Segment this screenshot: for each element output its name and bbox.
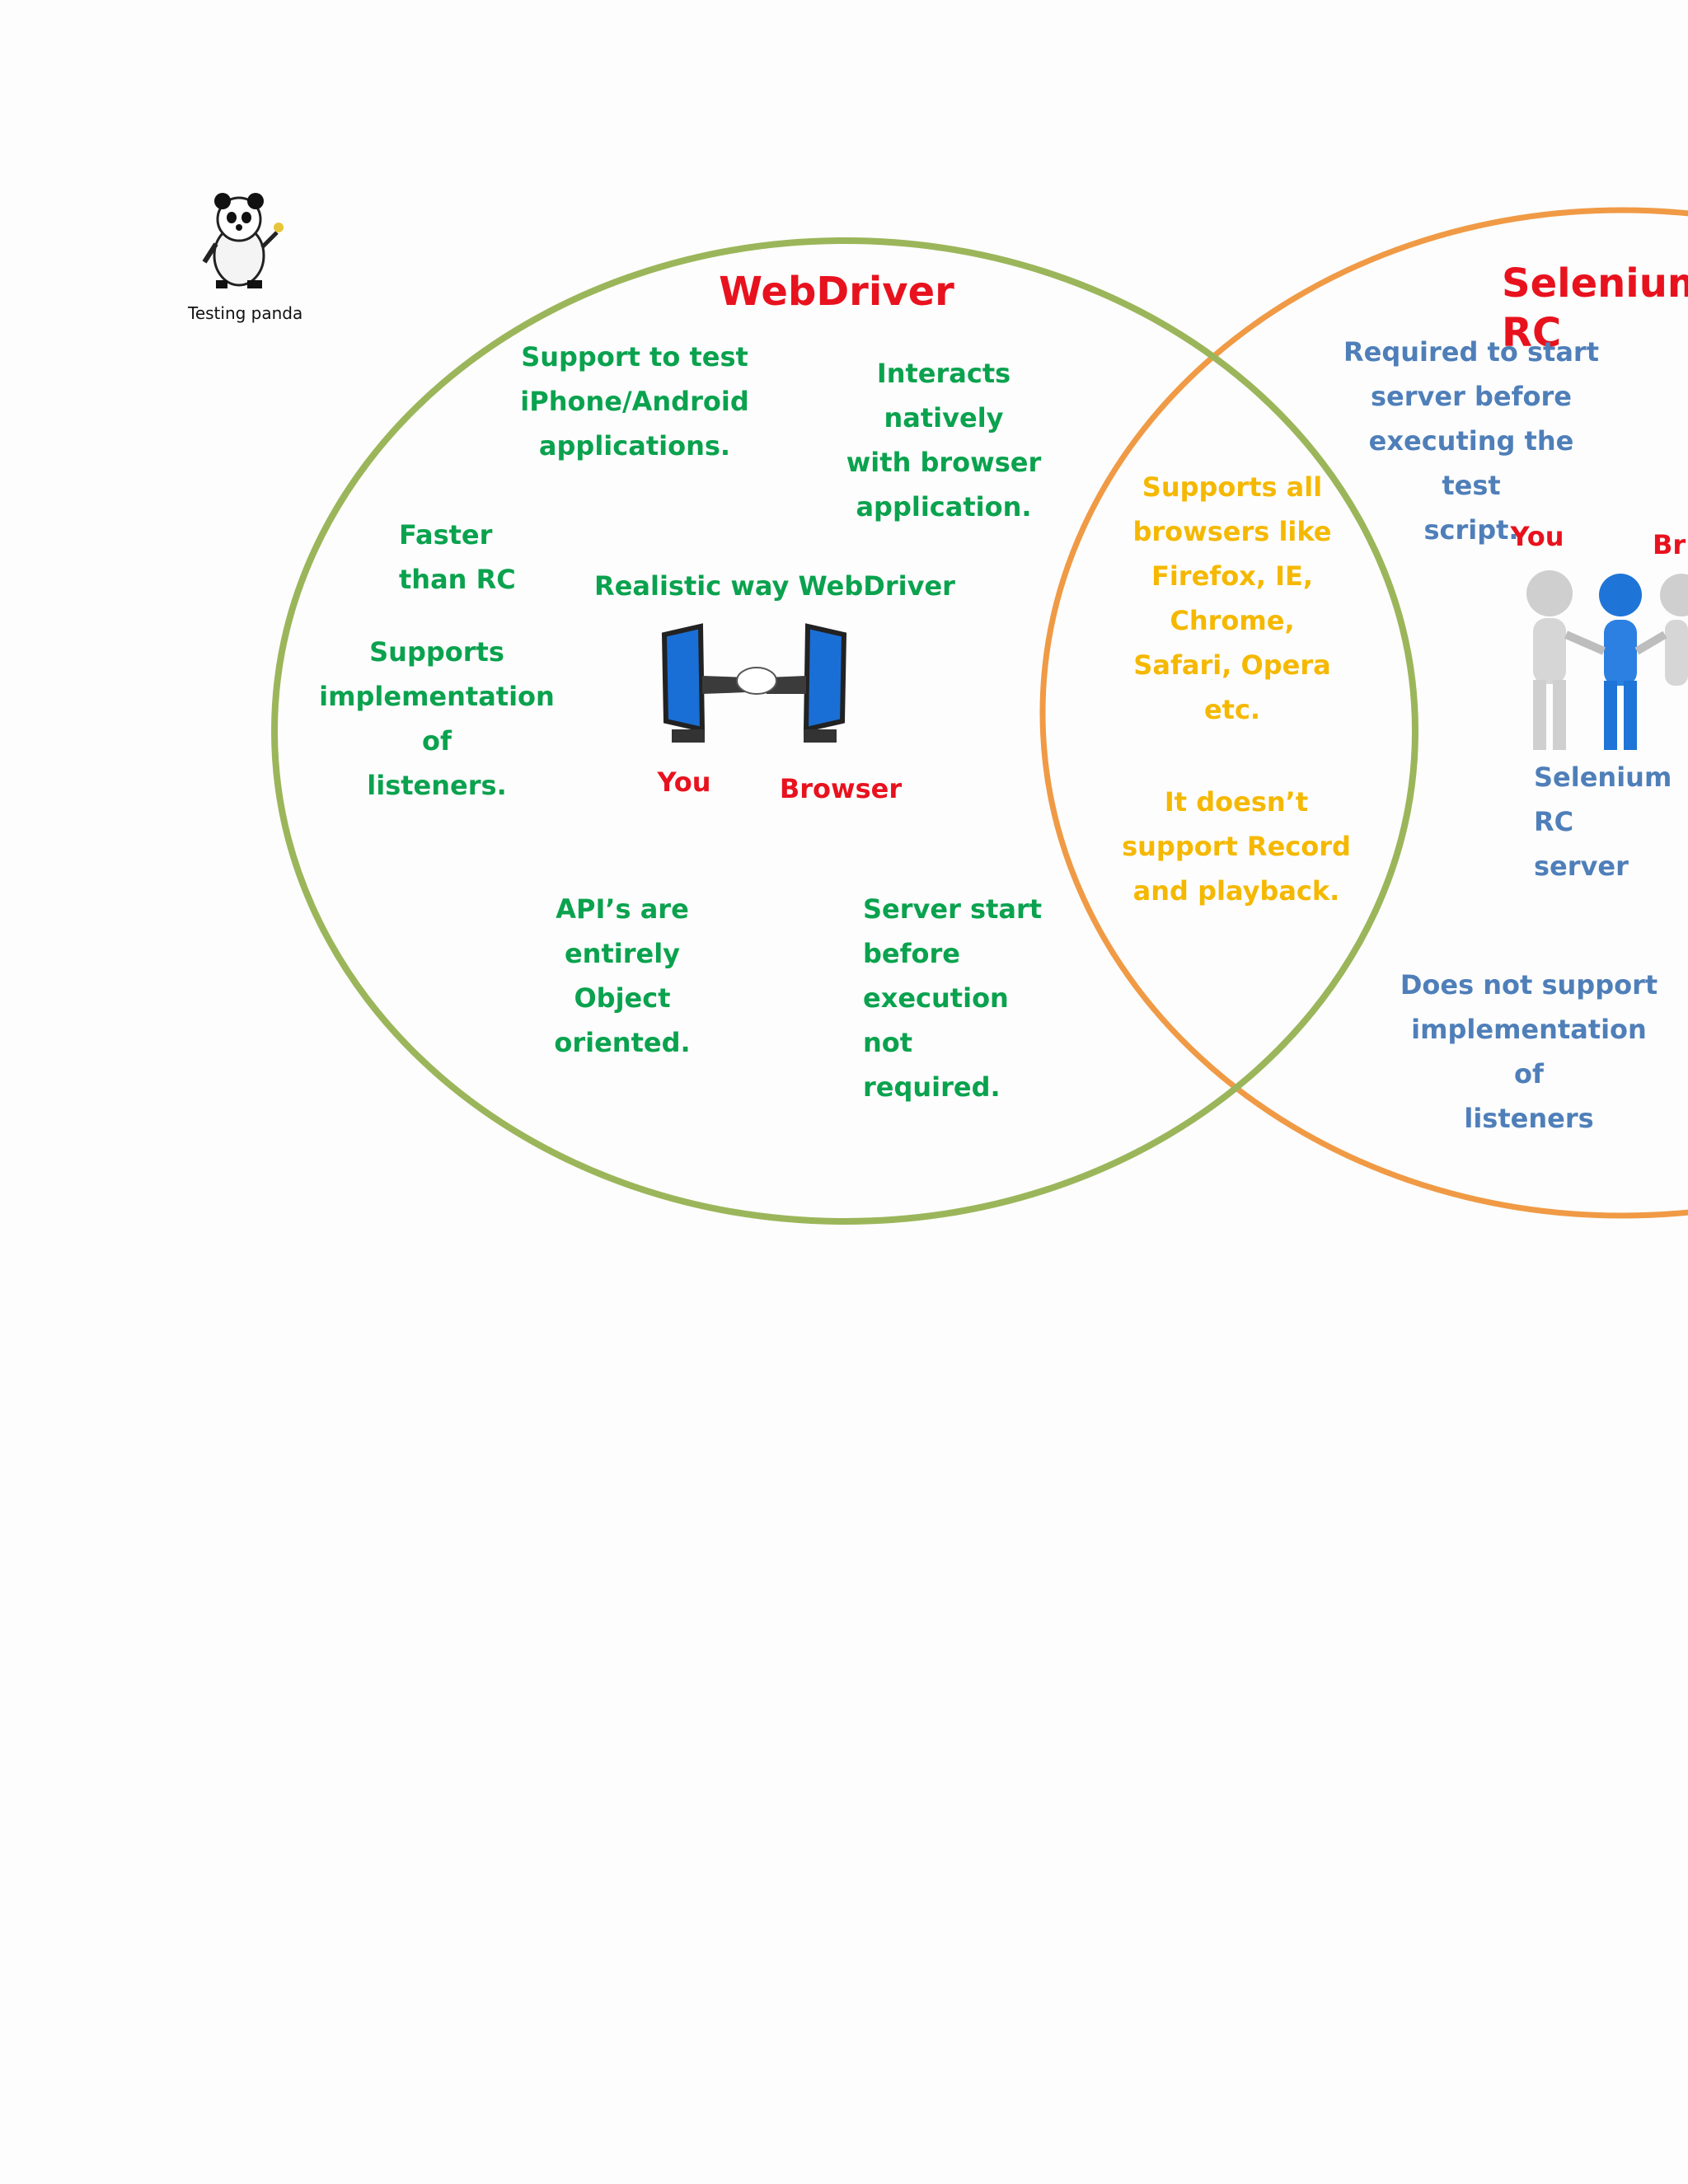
- selenium-rc-server-label: Selenium RC server: [1534, 762, 1672, 882]
- webdriver-browser-label: Browser: [779, 773, 903, 804]
- selenium-browser-label: Browser: [1653, 529, 1686, 560]
- common-no-record-playback: It doesn’t support Record and playback.: [1122, 786, 1351, 907]
- feature-no-server: Server start before execution not requir…: [863, 893, 1043, 1103]
- common-browser-support: Supports all browsers like Firefox, IE, …: [1132, 471, 1332, 725]
- feature-object-oriented: API’s are entirely Object oriented.: [554, 893, 691, 1058]
- selenium-you-label: You: [1510, 521, 1564, 552]
- feature-server-required: Required to start server before executin…: [1343, 336, 1599, 546]
- feature-native-interaction: Interacts natively with browser applicat…: [846, 358, 1042, 523]
- feature-listeners: Supports implementation of listeners.: [319, 636, 555, 801]
- selenium-rc-title: Selenium RC: [1502, 260, 1688, 356]
- feature-faster: Faster than RC: [399, 519, 516, 595]
- panda-logo-icon: [202, 193, 284, 288]
- feature-mobile-support: Support to test iPhone/Android applicati…: [520, 341, 749, 462]
- webdriver-title: WebDriver: [719, 269, 954, 315]
- handshake-monitors-icon: [661, 623, 847, 743]
- realistic-way-label: Realistic way WebDriver: [594, 570, 955, 602]
- webdriver-circle: [271, 237, 1418, 1225]
- people-holding-hands-icon: [1526, 570, 1688, 750]
- feature-no-listeners: Does not support implementation of liste…: [1400, 969, 1658, 1134]
- webdriver-you-label: You: [657, 766, 711, 798]
- logo-label: Testing panda: [188, 303, 303, 323]
- selenium-rc-circle: [1039, 207, 1688, 1219]
